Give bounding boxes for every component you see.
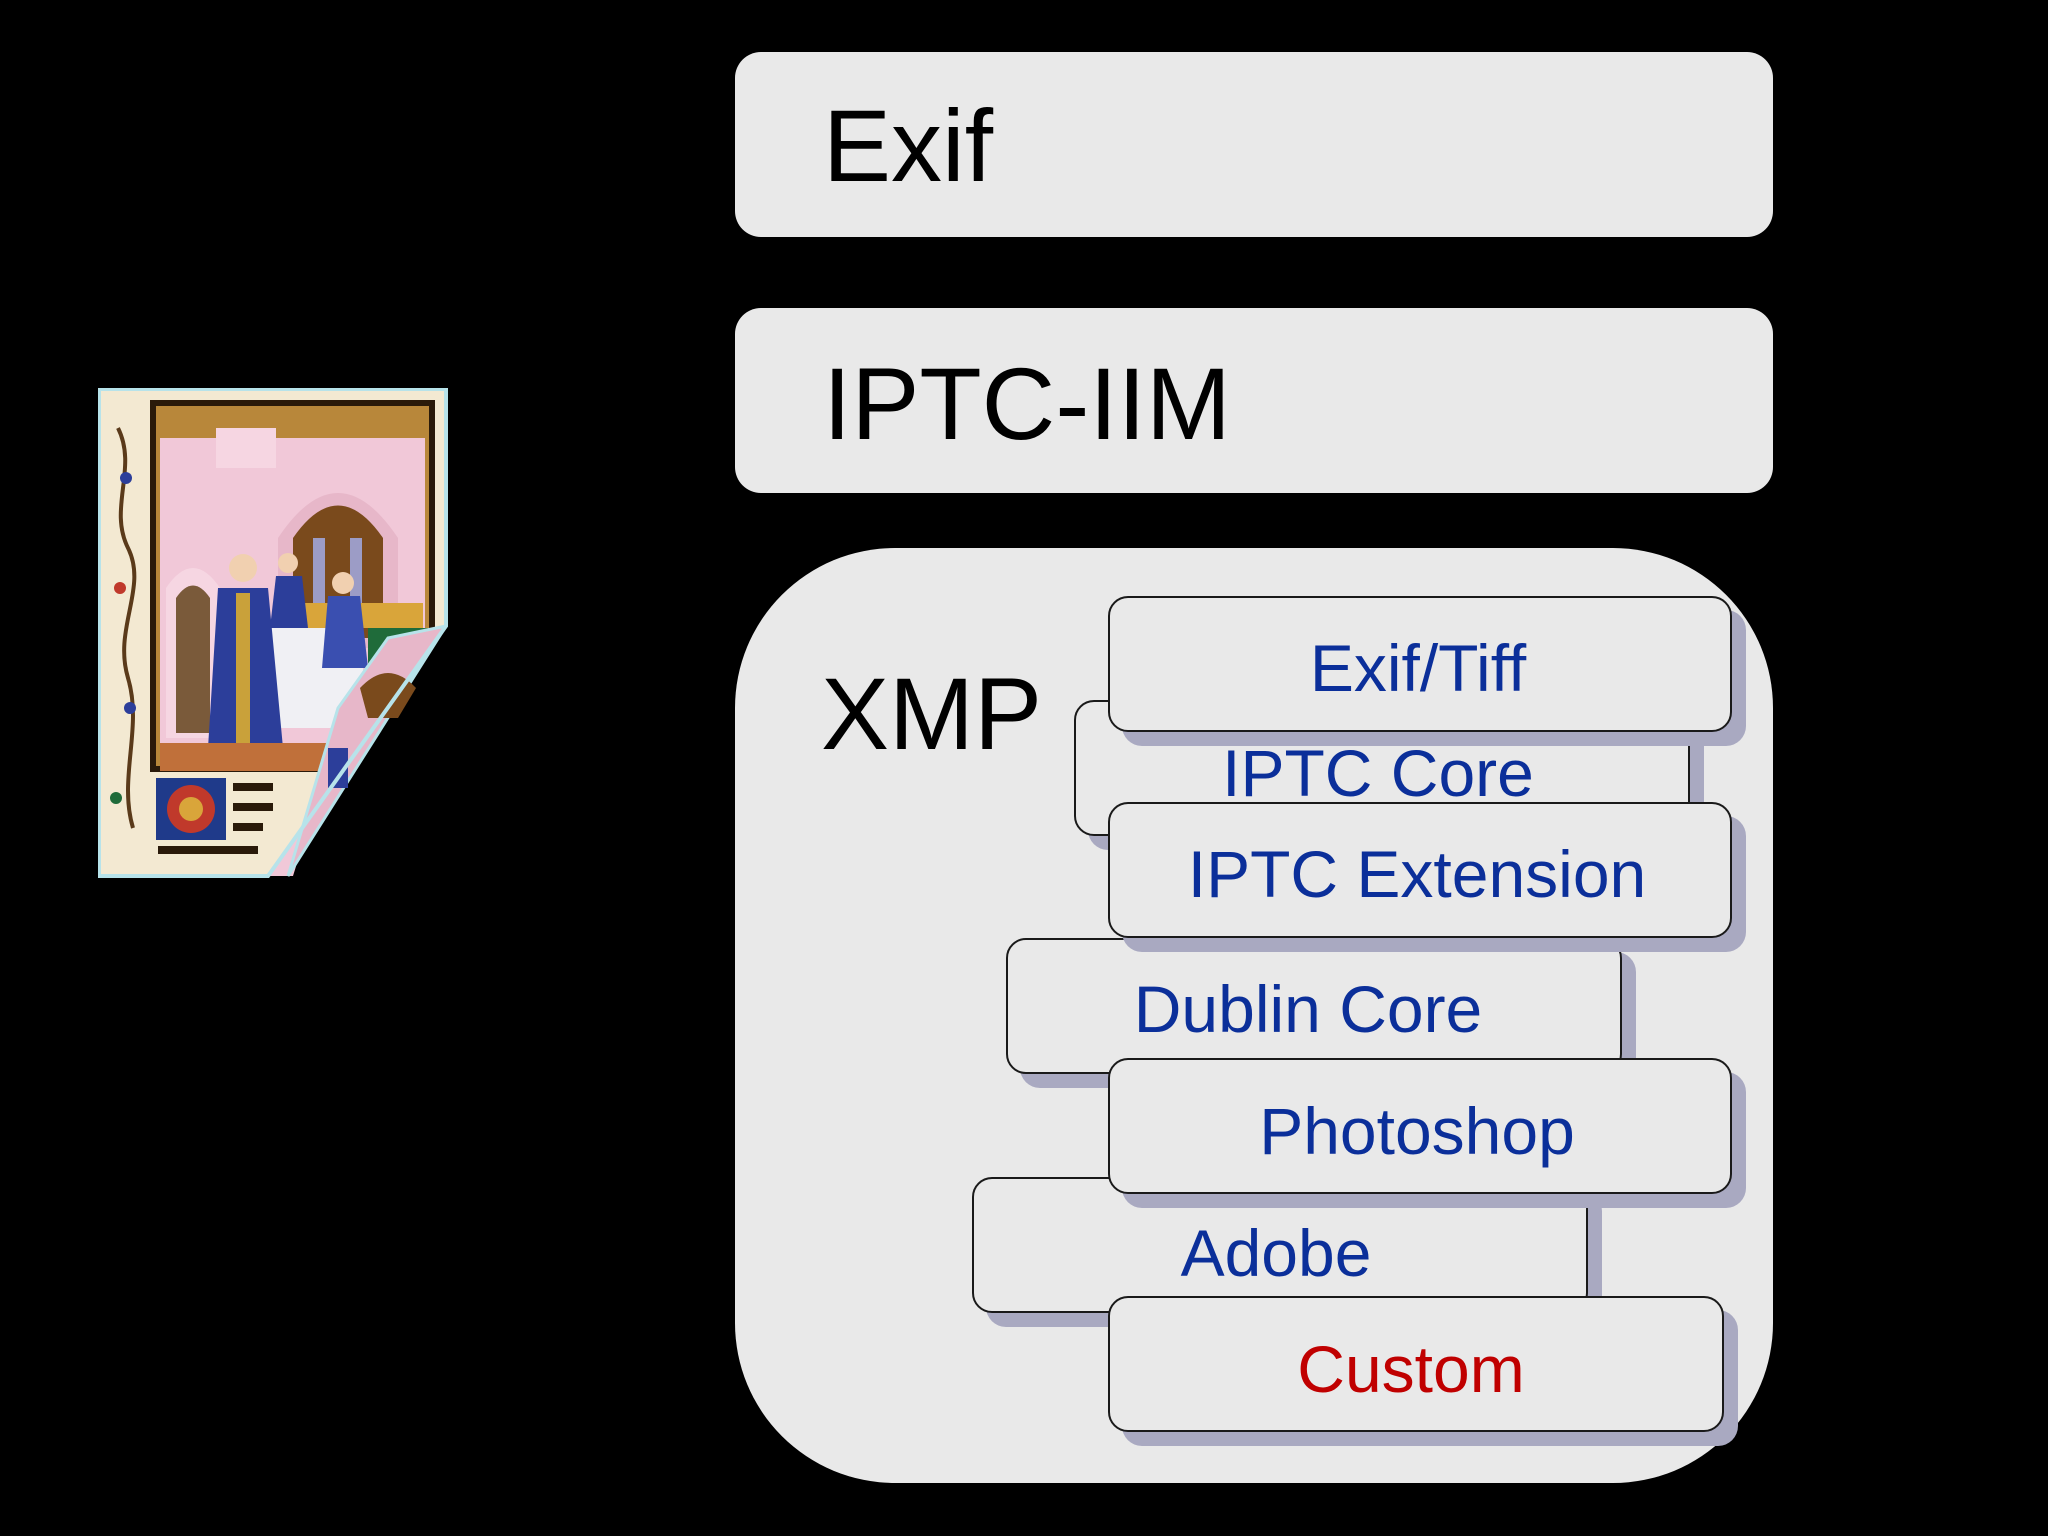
iptc-extension-label: IPTC Extension	[1187, 837, 1647, 911]
adobe-schema-box: Adobe	[972, 1177, 1588, 1313]
custom-label: Custom	[1297, 1332, 1525, 1406]
iptc-iim-label: IPTC-IIM	[823, 347, 1231, 461]
dublin-core-schema-box: Dublin Core	[1006, 938, 1622, 1074]
manuscript-thumbnail-image	[98, 388, 448, 878]
iptc-iim-panel: IPTC-IIM	[735, 308, 1773, 493]
exif-tiff-label: Exif/Tiff	[1309, 631, 1527, 705]
xmp-label: XMP	[821, 657, 1043, 771]
custom-schema-box: Custom	[1108, 1296, 1724, 1432]
iptc-extension-schema-box: IPTC Extension	[1108, 802, 1732, 938]
iptc-core-label: IPTC Core	[1222, 736, 1534, 810]
exif-label: Exif	[823, 89, 994, 203]
exif-panel: Exif	[735, 52, 1773, 237]
exif-tiff-schema-box: Exif/Tiff	[1108, 596, 1732, 732]
dublin-core-label: Dublin Core	[1133, 972, 1483, 1046]
photoshop-schema-box: Photoshop	[1108, 1058, 1732, 1194]
adobe-label: Adobe	[1180, 1216, 1372, 1290]
photoshop-label: Photoshop	[1259, 1094, 1575, 1168]
